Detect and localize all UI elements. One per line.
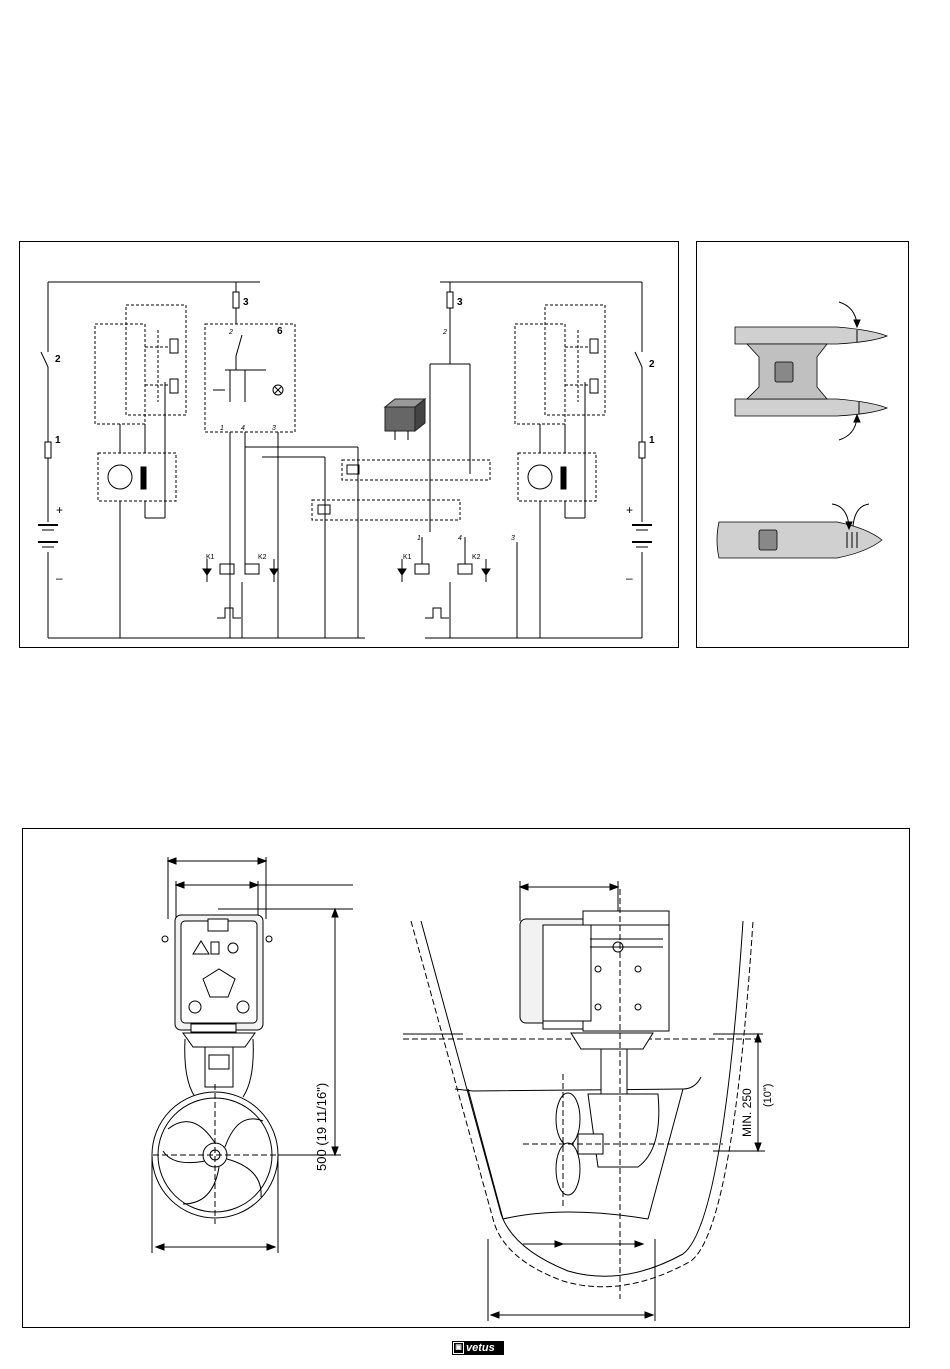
thruster-dimension-drawing: 500 (19 11/16") MIN. 250 (10") xyxy=(23,829,911,1329)
left-k1-label: K1 xyxy=(206,554,215,561)
right-fuse-3-label: 3 xyxy=(457,297,463,308)
left-plus-label: + xyxy=(56,503,63,517)
right-term-1-label: 1 xyxy=(417,535,421,542)
right-term-3-label: 3 xyxy=(511,535,515,542)
wiring-diagram: 3 2 2 1 6 + – K1 K2 1 4 3 3 2 2 1 + – K1… xyxy=(20,242,680,649)
left-k2-label: K2 xyxy=(258,554,267,561)
height-dimension-label: 500 (19 11/16") xyxy=(314,1083,329,1171)
min-dimension-label: MIN. 250 xyxy=(740,1088,754,1137)
right-small-2-label: 2 xyxy=(442,329,447,336)
right-switch-label: 2 xyxy=(649,359,655,370)
left-panel-number-label: 6 xyxy=(277,326,283,337)
left-term-1-label: 1 xyxy=(220,425,224,432)
vetus-logo: ▣ vetus xyxy=(452,1341,504,1355)
left-fuse-label: 1 xyxy=(55,435,61,446)
right-plus-label: + xyxy=(626,503,633,517)
logo-mark-icon: ▣ xyxy=(453,1342,464,1354)
right-minus-label: – xyxy=(626,571,633,585)
vetus-logo-text: vetus xyxy=(466,1341,495,1355)
left-term-3-label: 3 xyxy=(272,425,276,432)
left-minus-label: – xyxy=(56,571,63,585)
dimension-drawing-panel: 500 (19 11/16") MIN. 250 (10") xyxy=(22,828,910,1328)
boat-plan-panel xyxy=(696,241,909,648)
right-k2-label: K2 xyxy=(472,554,481,561)
right-term-4-label: 4 xyxy=(458,535,462,542)
boat-plan-views xyxy=(697,242,910,649)
left-fuse-3-label: 3 xyxy=(243,297,249,308)
left-term-4-label: 4 xyxy=(241,425,245,432)
right-k1-label: K1 xyxy=(403,554,412,561)
min-dimension-inch-label: (10") xyxy=(762,1084,774,1107)
right-fuse-label: 1 xyxy=(649,435,655,446)
left-switch-label: 2 xyxy=(55,354,61,365)
left-small-2-label: 2 xyxy=(228,329,233,336)
wiring-diagram-panel: 3 2 2 1 6 + – K1 K2 1 4 3 3 2 2 1 + – K1… xyxy=(19,241,679,648)
